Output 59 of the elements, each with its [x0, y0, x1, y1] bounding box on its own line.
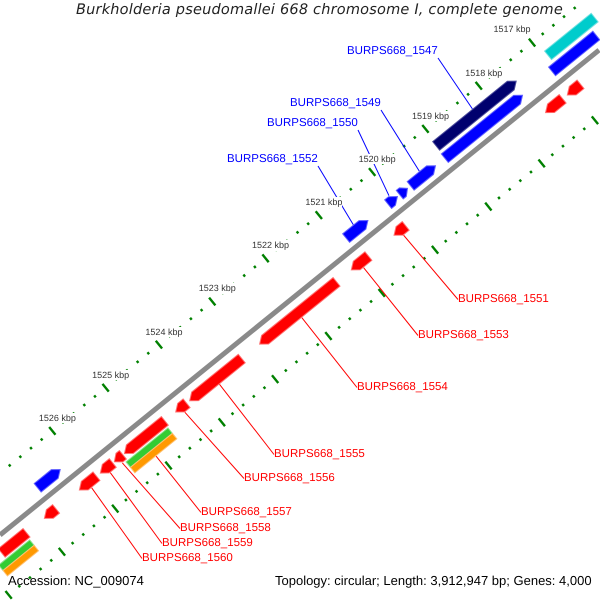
leader-line [363, 267, 418, 336]
gene-label: BURPS668_1552 [227, 153, 318, 166]
leader-line [91, 487, 142, 559]
gene-label: BURPS668_1547 [347, 45, 438, 58]
leader-line [318, 166, 354, 226]
scale-label: 1517 kbp [494, 24, 531, 34]
gene-bar [342, 220, 369, 244]
gene-bar [544, 94, 567, 114]
scale-label: 1522 kbp [252, 240, 290, 251]
gene-bar [78, 471, 101, 491]
scale-label: 1524 kbp [145, 326, 182, 337]
leader-line [301, 317, 358, 388]
genome-info-text: Topology: circular; Length: 3,912,947 bp; Genes: 4,000 [275, 574, 592, 589]
leader-line [358, 130, 390, 196]
scale-label: 1525 kbp [92, 370, 130, 380]
gene-label: BURPS668_1560 [142, 552, 233, 566]
gene-bar [114, 450, 128, 462]
gene-bar [393, 220, 410, 236]
gene-label: BURPS668_1556 [244, 472, 335, 486]
accession-text: Accession: NC_009074 [8, 574, 144, 589]
gene-feature-stack [124, 416, 178, 474]
scale-label: 1518 kbp [465, 68, 502, 78]
scale-label: 1520 kbp [358, 154, 396, 164]
title: Burkholderia pseudomallei 668 chromosome I, complete genome [76, 2, 563, 19]
leader-line [438, 58, 473, 110]
gene-bar [259, 276, 341, 345]
gene-label: BURPS668_1559 [162, 537, 253, 550]
gene-bar [44, 504, 60, 519]
scale-label: 1523 kbp [198, 283, 236, 294]
leader-line [184, 412, 244, 479]
gene-feature-stack [432, 80, 524, 164]
gene-label: BURPS668_1553 [418, 329, 509, 342]
gene-bar [189, 354, 246, 402]
gene-bar [100, 458, 117, 474]
leader-line [156, 456, 202, 513]
gene-label: BURPS668_1555 [274, 448, 365, 462]
gene-bar [175, 398, 191, 413]
leader-line [122, 462, 180, 529]
gene-bar [34, 469, 61, 493]
gene-bar [350, 251, 373, 270]
gene-label: BURPS668_1551 [458, 293, 549, 306]
gene-feature-stack [0, 528, 40, 577]
leader-line [403, 234, 458, 300]
gene-bar [384, 196, 398, 210]
scale-label: 1521 kbp [305, 197, 342, 208]
gene-bar [548, 30, 600, 76]
gene-bar [396, 187, 408, 200]
gene-bar [566, 79, 585, 96]
gene-label: BURPS668_1557 [201, 506, 292, 520]
gene-bar [406, 165, 436, 191]
gene-label: BURPS668_1558 [180, 522, 271, 536]
scale-label: 1519 kbp [412, 110, 449, 122]
gene-label: BURPS668_1550 [267, 117, 358, 130]
gene-label: BURPS668_1549 [290, 97, 381, 110]
leader-line [219, 384, 274, 455]
scale-label: 1526 kbp [38, 412, 76, 424]
gene-label: BURPS668_1554 [357, 381, 448, 394]
leader-line [110, 472, 162, 544]
leader-line [380, 110, 420, 172]
